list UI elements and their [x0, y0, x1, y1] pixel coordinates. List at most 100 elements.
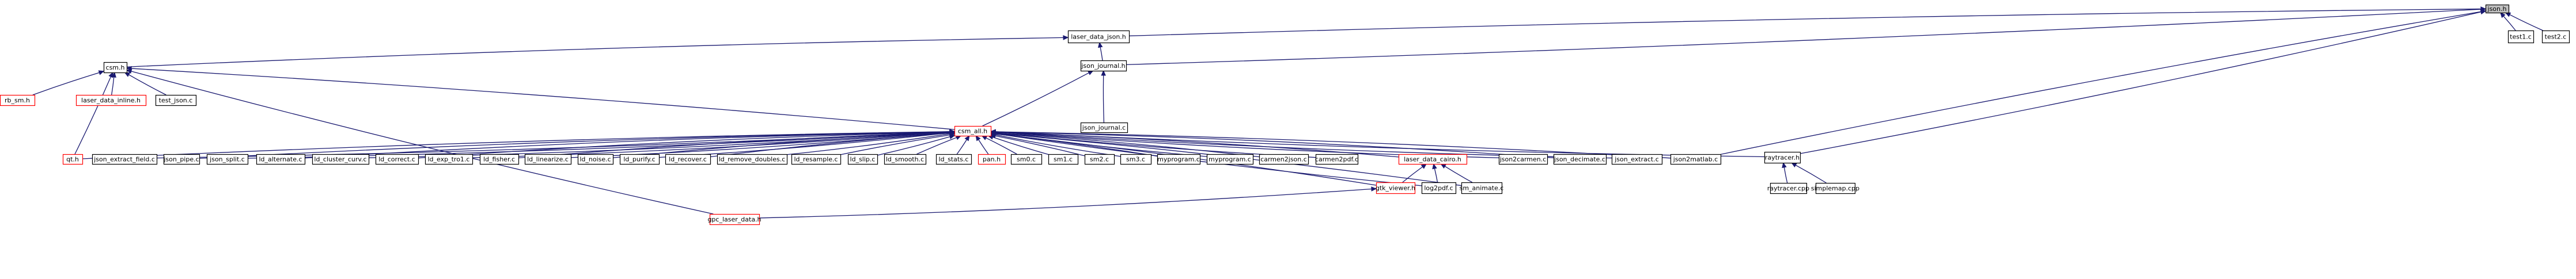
node-sm1-c[interactable]: sm1.c — [1048, 154, 1079, 165]
node-ld-purify-c[interactable]: ld_purify.c — [619, 154, 660, 165]
node-label: carmen2pdf.c — [1315, 156, 1358, 163]
edge-arrowhead — [964, 135, 970, 142]
node-test1-c[interactable]: test1.c — [2507, 30, 2535, 44]
node-test-json-c[interactable]: test_json.c — [155, 94, 197, 106]
node-ld-slip-c[interactable]: ld_slip.c — [847, 154, 878, 165]
node-json-extract-c[interactable]: json_extract.c — [1611, 154, 1663, 165]
node-box — [1010, 154, 1043, 165]
node-json-pipe-c[interactable]: json_pipe.c — [163, 154, 200, 165]
node-raytracer-h[interactable]: raytracer.h — [1764, 151, 1801, 164]
node-ld-linearize-c[interactable]: ld_linearize.c — [524, 154, 572, 165]
node-box — [1080, 122, 1128, 133]
node-box — [847, 154, 878, 165]
node-label: ld_exp_tro1.c — [428, 156, 470, 163]
node-label: qt.h — [66, 156, 79, 163]
node-box — [1611, 154, 1663, 165]
edge-arrowhead — [1782, 162, 1787, 169]
node-test2-c[interactable]: test2.c — [2541, 30, 2570, 44]
node-ld-stats-c[interactable]: ld_stats.c — [935, 154, 972, 165]
node-box — [619, 154, 660, 165]
node-raytracer-cpp[interactable]: raytracer.cpp — [1767, 182, 1809, 194]
node-sm0-c[interactable]: sm0.c — [1010, 154, 1043, 165]
edge-sm_animate_c-to-laser_data_cairo_h — [1445, 166, 1473, 183]
edge-arrowhead — [975, 135, 981, 142]
node-log2pdf-c[interactable]: log2pdf.c — [1421, 182, 1457, 194]
node-ld-correct-c[interactable]: ld_correct.c — [375, 154, 419, 165]
node-ld-smooth-c[interactable]: ld_smooth.c — [884, 154, 927, 165]
node-box — [1080, 60, 1127, 72]
edge-arrowhead — [1101, 70, 1106, 76]
node-box — [75, 94, 147, 106]
edge-laser_data_inline_h-to-csm_h — [111, 77, 115, 95]
node-laser-data-json-h[interactable]: laser_data_json.h — [1067, 30, 1130, 44]
node-sm3-c[interactable]: sm3.c — [1120, 154, 1152, 165]
node-csm-all-h[interactable]: csm_all.h — [954, 125, 992, 137]
edge-arrowhead — [126, 66, 132, 71]
node-label: json2carmen.c — [1499, 156, 1547, 163]
node-box — [1048, 154, 1079, 165]
node-box — [1764, 151, 1801, 164]
node-ld-recover-c[interactable]: ld_recover.c — [665, 154, 711, 165]
node-ld-fisher-c[interactable]: ld_fisher.c — [479, 154, 520, 165]
node-json2matlab-c[interactable]: json2matlab.c — [1670, 154, 1722, 165]
node-label: gtk_viewer.h — [1376, 185, 1415, 192]
edge-ld_stats_c-to-csm_all_h — [956, 139, 967, 155]
edge-laser_data_json_h-to-json_h — [1128, 8, 2482, 37]
node-label: ld_purify.c — [623, 156, 655, 163]
node-box — [709, 213, 760, 226]
node-box — [206, 154, 249, 165]
node-sm-animate-c[interactable]: sm_animate.c — [1460, 182, 1504, 194]
edge-csm_h-to-laser_data_json_h — [126, 37, 1064, 68]
node-ld-alternate-c[interactable]: ld_alternate.c — [256, 154, 306, 165]
node-label: myprogram.c — [1157, 156, 1200, 163]
node-laser-data-inline-h[interactable]: laser_data_inline.h — [75, 94, 147, 106]
node-box — [1498, 154, 1548, 165]
node-json2carmen-c[interactable]: json2carmen.c — [1498, 154, 1548, 165]
edge-carmen2json_c-to-csm_all_h — [995, 132, 1260, 158]
edge-raytracer_cpp-to-raytracer_h — [1783, 167, 1788, 184]
node-ld-noise-c[interactable]: ld_noise.c — [577, 154, 614, 165]
node-box — [1259, 154, 1309, 165]
node-json-journal-h[interactable]: json_journal.h — [1080, 60, 1127, 72]
node-simplemap-cpp[interactable]: simplemap.cpp — [1811, 182, 1859, 194]
node-sm2-c[interactable]: sm2.c — [1084, 154, 1115, 165]
node-box — [935, 154, 972, 165]
node-box — [62, 154, 84, 165]
node-qt-h[interactable]: qt.h — [62, 154, 84, 165]
node-json-extract-field-c[interactable]: json_extract_field.c — [92, 154, 158, 165]
node-gtk-viewer-h[interactable]: gtk_viewer.h — [1376, 182, 1416, 194]
node-json-decimate-c[interactable]: json_decimate.c — [1553, 154, 1607, 165]
edge-ld_resample_c-to-csm_all_h — [840, 134, 950, 155]
node-json-journal-c[interactable]: json_journal.c — [1080, 122, 1128, 133]
node-rb-sm-h[interactable]: rb_sm.h — [0, 94, 36, 106]
node-label: sm2.c — [1090, 156, 1109, 163]
edge-gpc_laser_data_h-to-gtk_viewer_h — [759, 188, 1372, 219]
node-box — [1376, 182, 1416, 194]
edge-qt_h-to-csm_h — [74, 76, 112, 155]
node-box — [1553, 154, 1607, 165]
node-carmen2pdf-c[interactable]: carmen2pdf.c — [1315, 154, 1359, 165]
node-json-split-c[interactable]: json_split.c — [206, 154, 249, 165]
node-gpc-laser-data-h[interactable]: gpc_laser_data.h — [707, 213, 762, 226]
edge-qt_h-to-csm_all_h — [82, 131, 950, 159]
node-box — [163, 154, 200, 165]
node-carmen2json-c[interactable]: carmen2json.c — [1259, 154, 1309, 165]
node-label: test_json.c — [159, 97, 193, 104]
node-pan-h[interactable]: pan.h — [978, 154, 1006, 165]
node-csm-h[interactable]: csm.h — [103, 62, 128, 74]
edge-sm0_c-to-csm_all_h — [986, 137, 1017, 155]
node-label: ld_recover.c — [669, 156, 707, 163]
node-myprogram-c-1[interactable]: myprogram.c — [1157, 154, 1201, 165]
node-label: json_journal.c — [1082, 124, 1126, 132]
node-json-h[interactable]: json.h — [2485, 4, 2510, 14]
node-ld-cluster-curv-c[interactable]: ld_cluster_curv.c — [312, 154, 370, 165]
node-ld-remove-doubles-c[interactable]: ld_remove_doubles.c — [717, 154, 788, 165]
edge-arrowhead — [949, 134, 956, 139]
node-laser-data-cairo-h[interactable]: laser_data_cairo.h — [1398, 154, 1468, 165]
node-box — [479, 154, 520, 165]
edge-rb_sm_h-to-csm_h — [32, 72, 100, 95]
node-ld-exp-tro1-c[interactable]: ld_exp_tro1.c — [425, 154, 473, 165]
node-label: json_journal.h — [1081, 62, 1125, 70]
node-myprogram-c-2[interactable]: myprogram.c — [1206, 154, 1254, 165]
node-ld-resample-c[interactable]: ld_resample.c — [791, 154, 842, 165]
